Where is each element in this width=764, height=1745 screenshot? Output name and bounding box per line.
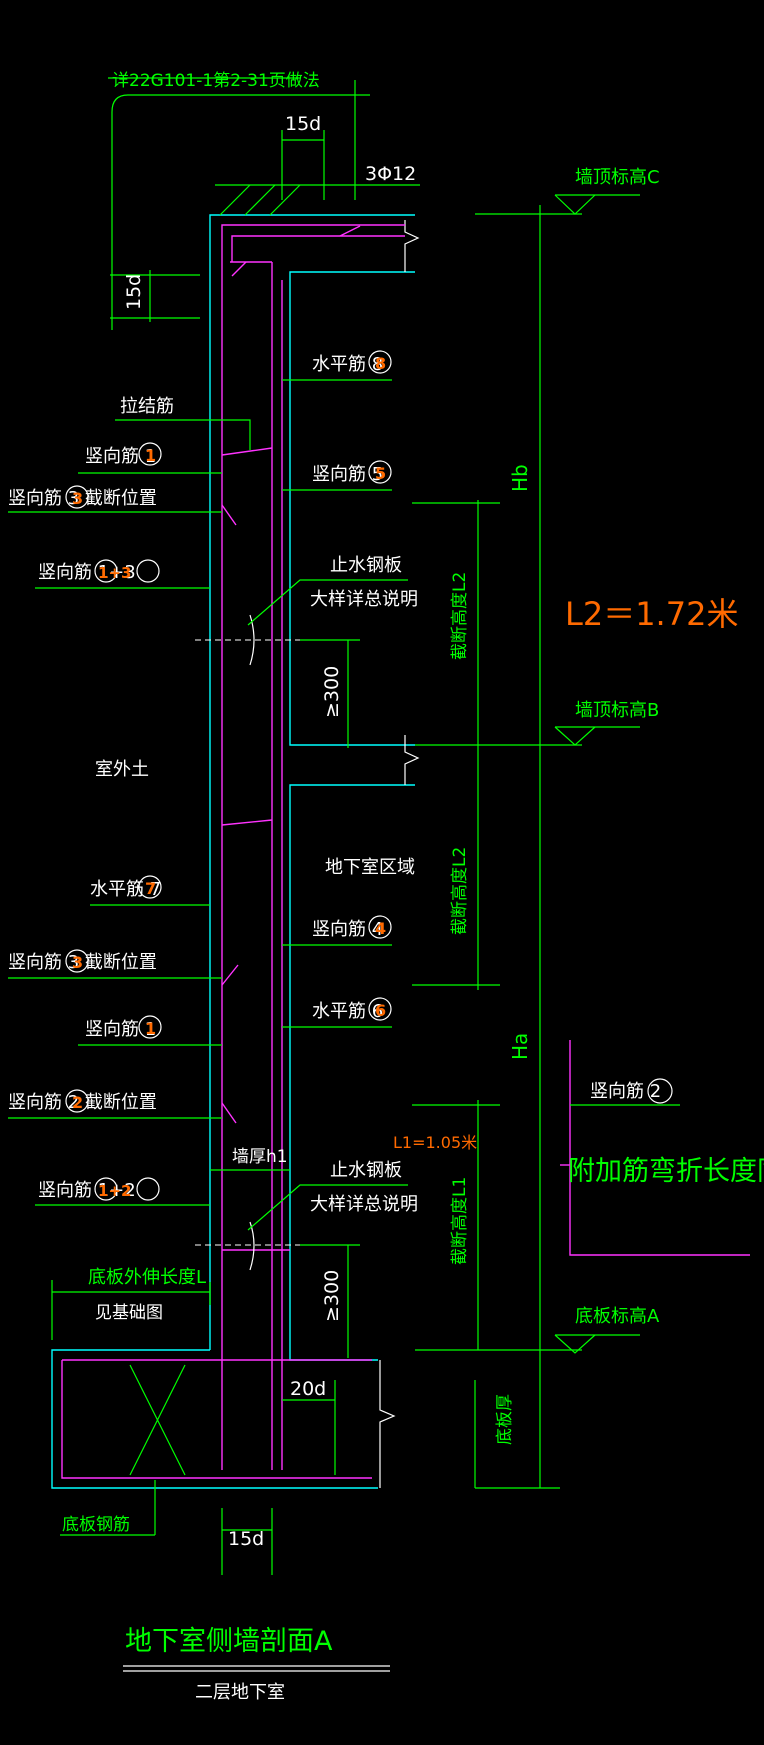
callout-num: 1+2 (98, 1182, 131, 1200)
title: 地下室侧墙剖面A (125, 1626, 333, 1657)
subtitle: 二层地下室 (195, 1682, 285, 1703)
wall-thickness: 墙厚h1 (232, 1147, 288, 1167)
waterstop-2-a: 止水钢板 (330, 1160, 402, 1181)
slab-thickness: 底板厚 (495, 1394, 515, 1445)
callout-circle (138, 1015, 162, 1039)
cut-height-l2-lower: 截断高度L2 (450, 847, 470, 935)
callout-label: 竖向筋 2 截断位置 (8, 1092, 157, 1113)
callout-circle (136, 559, 160, 583)
callout-label: 竖向筋 1+3 (38, 562, 136, 583)
outside-soil: 室外土 (95, 759, 149, 780)
callout-num: 4 (375, 919, 386, 938)
dim-20d: 20d (290, 1378, 326, 1400)
cut-height-l2-upper: 截断高度L2 (450, 572, 470, 660)
waterstop-plates (195, 614, 300, 1271)
waterstop-1-a: 止水钢板 (330, 555, 402, 576)
cut-height-l1: 截断高度L1 (450, 1177, 470, 1265)
top-rebar-label: 3Φ12 (365, 163, 416, 185)
l1-value: L1=1.05米 (393, 1133, 477, 1152)
callout-circle (647, 1078, 673, 1104)
callout-label: 水平筋 8 (312, 354, 383, 375)
callout-circle (138, 442, 162, 466)
callout-circle (368, 460, 392, 484)
rebar (61, 224, 750, 1479)
callout-circle (368, 350, 392, 374)
ref-note: 详22G101-1第2-31页做法 (112, 71, 320, 91)
slab-rebar: 底板钢筋 (62, 1515, 130, 1535)
callout-label: 竖向筋 2 (590, 1081, 661, 1102)
callout-label: 竖向筋 1+2 (38, 1180, 136, 1201)
callout-circle (65, 949, 89, 973)
callout-circle (368, 997, 392, 1021)
dimension-lines (8, 77, 680, 1672)
callout-num: 3 (72, 489, 83, 508)
callout-circle (94, 559, 118, 583)
waterstop-1-b: 大样详总说明 (310, 589, 418, 610)
callout-num: 2 (72, 1093, 83, 1112)
callout-circle (94, 1177, 118, 1201)
callout-num: 1+3 (98, 564, 131, 582)
callout-label: 竖向筋 3 截断位置 (8, 488, 157, 509)
dim-15d-bottom: 15d (228, 1528, 264, 1550)
callout-num: 1 (145, 1019, 156, 1038)
callout-circle (138, 875, 162, 899)
callout-circle (136, 1177, 160, 1201)
dim-300-lower: ≥300 (321, 1270, 343, 1322)
slab-ext-1: 底板外伸长度L (88, 1267, 206, 1288)
elevation-a: 底板标高A (575, 1306, 660, 1327)
callout-circle (65, 1089, 89, 1113)
tie-bar-label: 拉结筋 (120, 396, 174, 417)
extra-bar-note: 附加筋弯折长度同L1 (568, 1156, 764, 1187)
elevation-c: 墙顶标高C (575, 167, 660, 188)
callout-circle (368, 915, 392, 939)
callout-label: 竖向筋 1 (85, 446, 156, 467)
dim-15d-left: 15d (123, 274, 145, 310)
text-labels: 详22G101-1第2-31页做法 15d 3Φ12 15d 墙顶标高C 墙顶标… (62, 71, 764, 1703)
callout-num: 1 (145, 446, 156, 465)
callout-num: 8 (375, 354, 386, 373)
l2-value: L2＝1.72米 (565, 595, 738, 633)
callout-label: 竖向筋 1 (85, 1019, 156, 1040)
callout-label: 竖向筋 3 截断位置 (8, 952, 157, 973)
hb-label: Hb (508, 464, 532, 492)
callout-label: 竖向筋 5 (312, 464, 383, 485)
dim-300-upper: ≥300 (321, 666, 343, 718)
callout-label: 水平筋 7 (90, 879, 161, 900)
slab-ext-2: 见基础图 (95, 1303, 163, 1323)
callout-num: 3 (72, 953, 83, 972)
callout-num: 5 (375, 464, 386, 483)
elevation-b: 墙顶标高B (575, 700, 659, 721)
callout-num: 7 (145, 879, 156, 898)
rebar-callouts: 竖向筋 1 1 竖向筋 3 截断位置 3 竖向筋 1+3 1+3 水平筋 7 7… (8, 350, 673, 1201)
ha-label: Ha (508, 1033, 532, 1060)
callout-label: 水平筋 6 (312, 1001, 383, 1022)
basement-zone: 地下室区域 (325, 857, 415, 878)
callout-circle (65, 485, 89, 509)
callout-num: 6 (375, 1001, 386, 1020)
callout-label: 竖向筋 4 (312, 919, 383, 940)
wall-outline (51, 214, 420, 1489)
dim-15d-top: 15d (285, 113, 321, 135)
waterstop-2-b: 大样详总说明 (310, 1194, 418, 1215)
